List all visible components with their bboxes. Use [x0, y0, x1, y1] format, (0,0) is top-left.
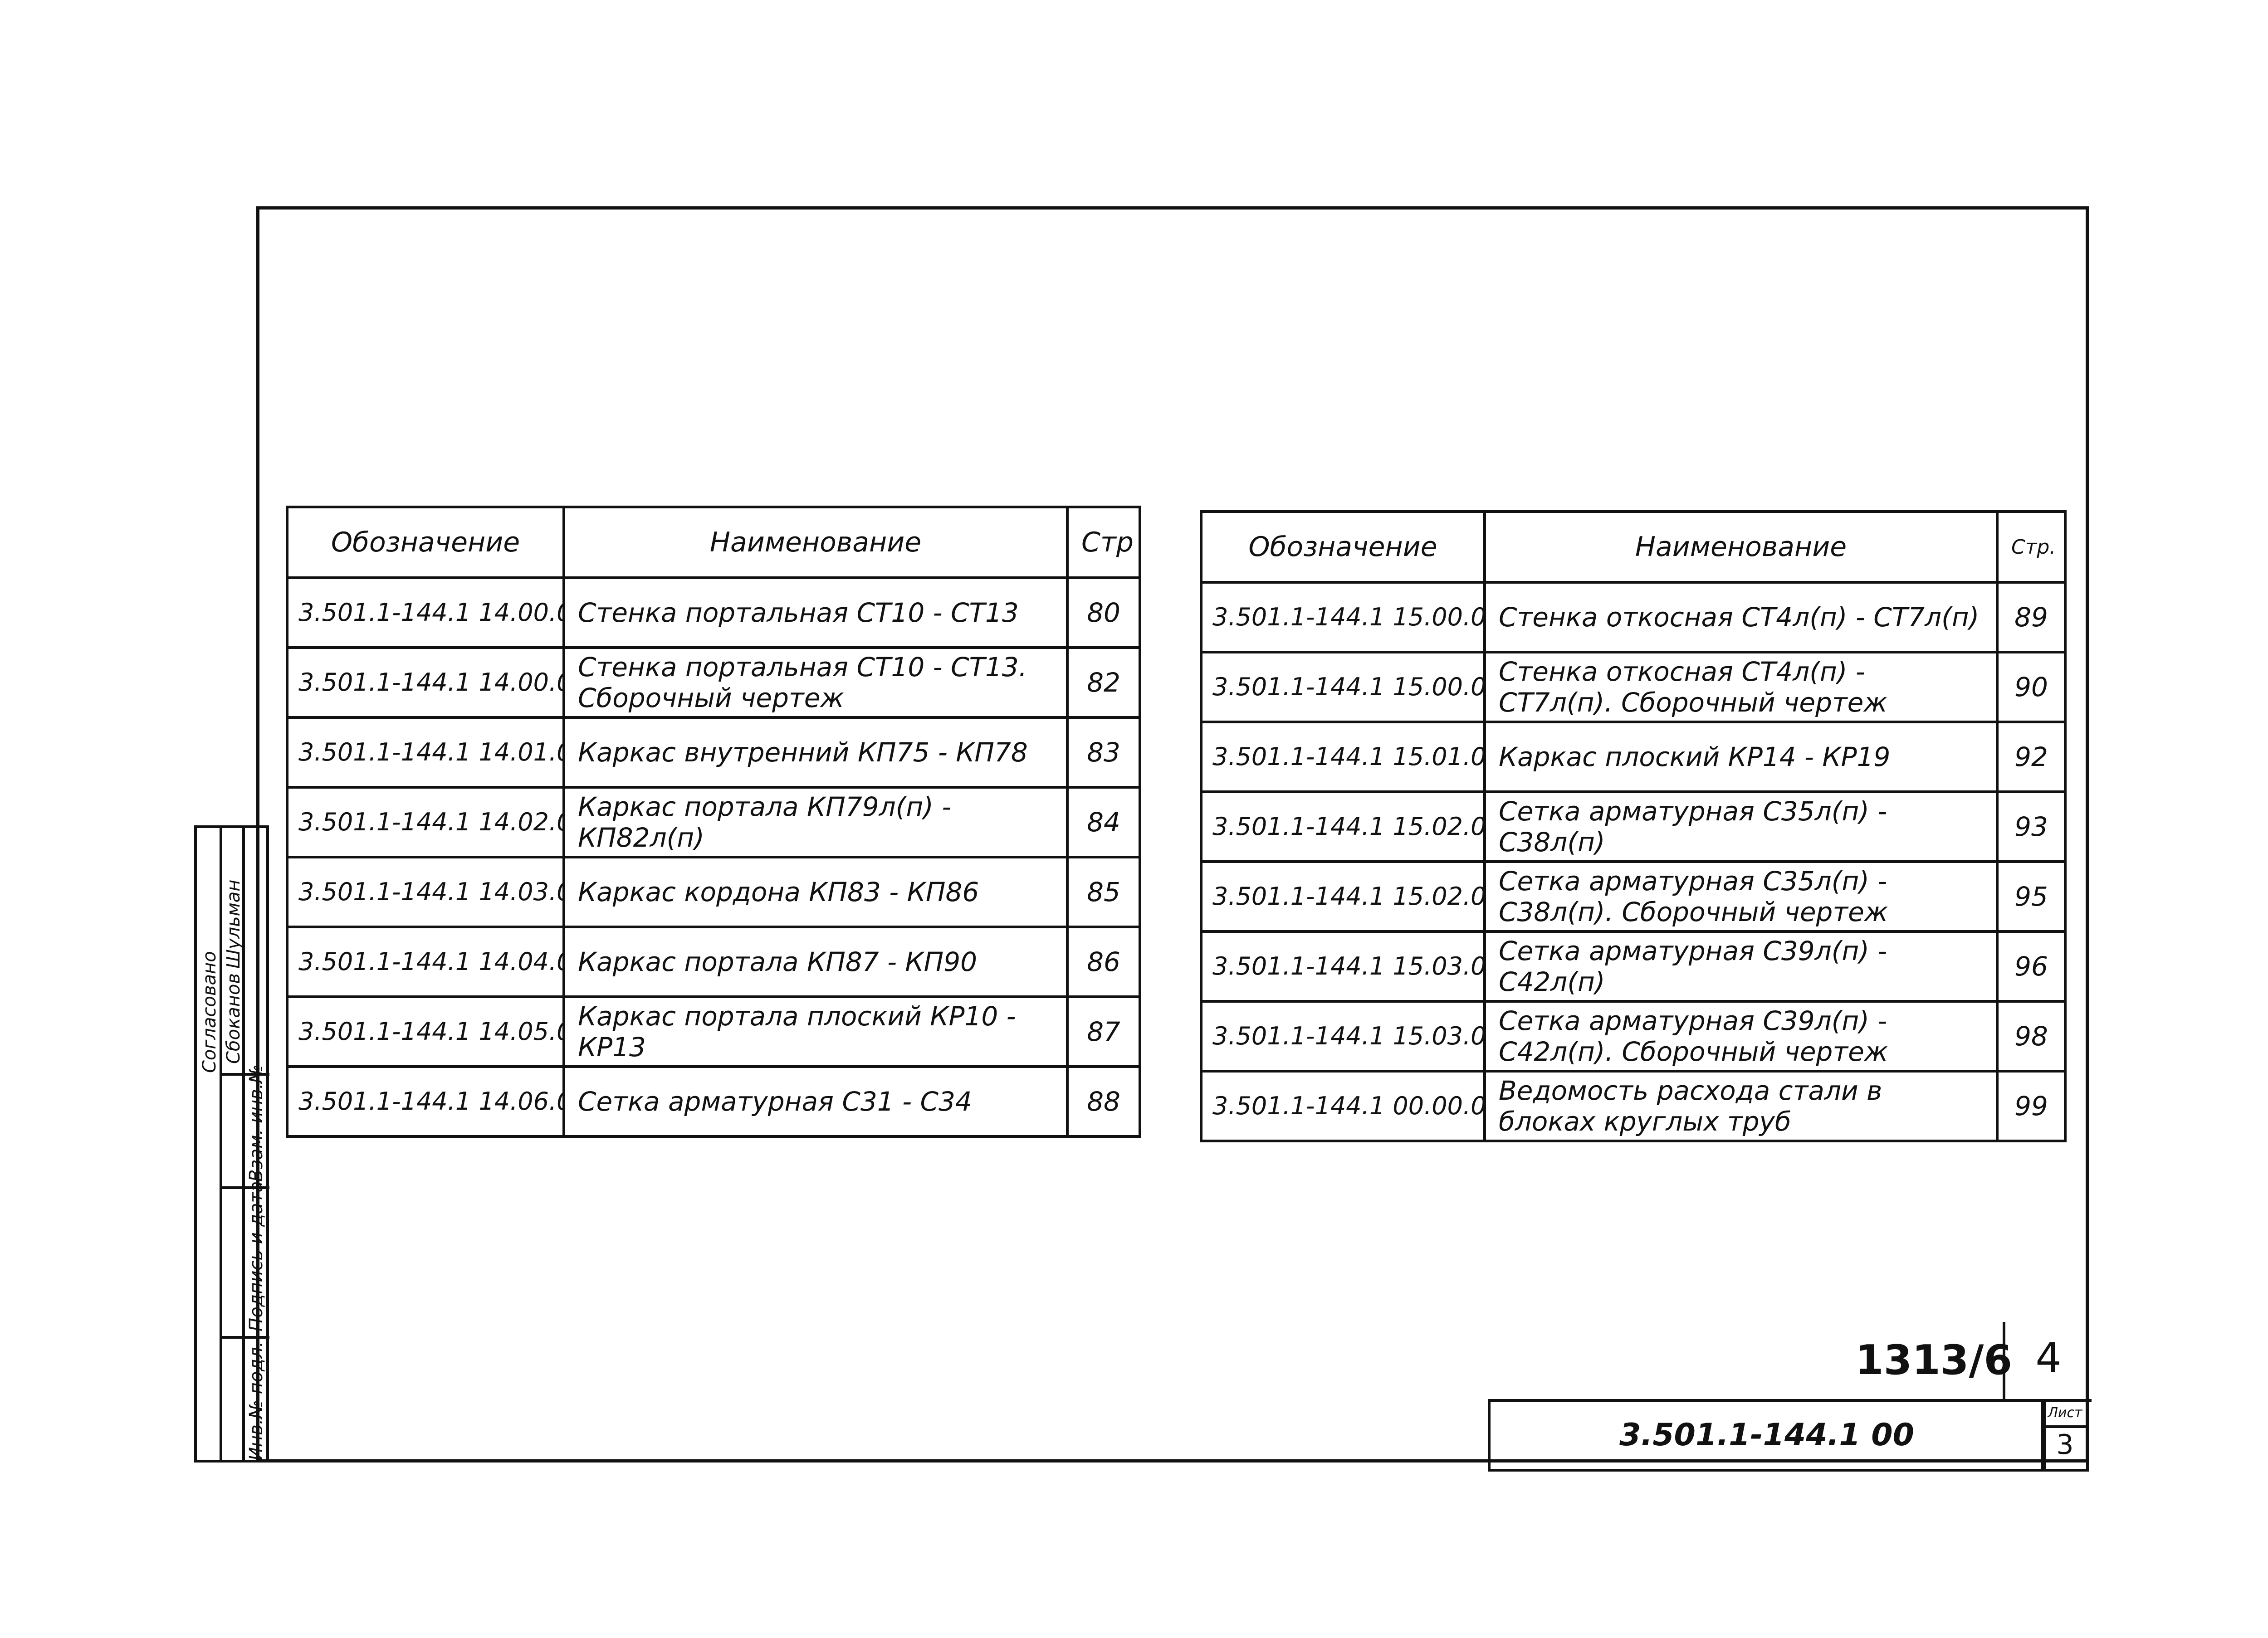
- row-name: Каркас кордона КП83 - КП86: [562, 856, 1069, 928]
- stamp-column-divider: [242, 828, 245, 1460]
- stamp-agreed-label: Согласовано: [199, 951, 220, 1073]
- row-name: Стенка портальная СТ10 - СТ13: [562, 576, 1069, 649]
- header-row: Обозначение Наименование Стр: [286, 506, 1141, 579]
- table-row: 3.501.1-144.1 14.00.00 Стенка портальная…: [286, 576, 1141, 649]
- row-page: 82: [1066, 646, 1141, 719]
- row-name: Стенка откосная СТ4л(п) - СТ7л(п). Сборо…: [1483, 651, 1999, 723]
- drawing-frame: [256, 206, 2089, 1462]
- row-page: 90: [1996, 651, 2067, 723]
- table-row: 3.501.1-144.1 15.02.00СБ Сетка арматурна…: [1200, 860, 2067, 933]
- row-page: 93: [1996, 790, 2067, 863]
- row-page: 99: [1996, 1070, 2067, 1142]
- stamp-inv-orig-label: Инв.№ подл.: [246, 1341, 267, 1461]
- row-name: Каркас внутренний КП75 - КП78: [562, 716, 1069, 789]
- stamp-person-name: Шульман: [223, 879, 244, 969]
- table-row: 3.501.1-144.1 14.05.00 Каркас портала пл…: [286, 995, 1141, 1068]
- row-code: 3.501.1-144.1 14.03.00: [286, 856, 565, 928]
- table-row: 3.501.1-144.1 14.00.00СБ Стенка портальн…: [286, 646, 1141, 719]
- right-index-table: Обозначение Наименование Стр. 3.501.1-14…: [1200, 510, 2067, 1142]
- header-name: Наименование: [1483, 510, 1999, 584]
- row-code: 3.501.1-144.1 14.02.00: [286, 786, 565, 858]
- row-page: 83: [1066, 716, 1141, 789]
- sheet-number: 3: [2056, 1429, 2074, 1461]
- stamp-row-divider: [220, 1073, 269, 1076]
- table-row: 3.501.1-144.1 15.00.00 Стенка откосная С…: [1200, 581, 2067, 653]
- table-row: 3.501.1-144.1 15.01.00 Каркас плоский КР…: [1200, 721, 2067, 793]
- row-code: 3.501.1-144.1 14.00.00: [286, 576, 565, 649]
- row-code: 3.501.1-144.1 15.02.00: [1200, 790, 1486, 863]
- table-row: 3.501.1-144.1 15.00.00СБ Стенка откосная…: [1200, 651, 2067, 723]
- row-page: 87: [1066, 995, 1141, 1068]
- header-row: Обозначение Наименование Стр.: [1200, 510, 2067, 584]
- stamp-row-divider: [220, 1336, 269, 1339]
- row-code: 3.501.1-144.1 00.00.00 ВМК: [1200, 1070, 1486, 1142]
- row-page: 89: [1996, 581, 2067, 653]
- table-row: 3.501.1-144.1 14.02.00 Каркас портала КП…: [286, 786, 1141, 858]
- row-code: 3.501.1-144.1 15.00.00СБ: [1200, 651, 1486, 723]
- archive-sheet: 4: [2003, 1322, 2092, 1402]
- stamp-replaced-inv-label: Взам. инв.№: [246, 1064, 267, 1182]
- row-code: 3.501.1-144.1 15.03.00: [1200, 930, 1486, 1003]
- row-page: 85: [1066, 856, 1141, 928]
- sheet-label: Лист: [2044, 1402, 2086, 1428]
- stamp-sign-date-label: Подпись и дата: [246, 1181, 267, 1331]
- row-name: Каркас портала КП79л(п) - КП82л(п): [562, 786, 1069, 858]
- row-page: 96: [1996, 930, 2067, 1003]
- row-page: 84: [1066, 786, 1141, 858]
- row-name: Сетка арматурная С35л(п) - С38л(п). Сбор…: [1483, 860, 1999, 933]
- row-name: Стенка откосная СТ4л(п) - СТ7л(п): [1483, 581, 1999, 653]
- table-row: 3.501.1-144.1 15.02.00 Сетка арматурная …: [1200, 790, 2067, 863]
- row-code: 3.501.1-144.1 15.01.00: [1200, 721, 1486, 793]
- table-row: 3.501.1-144.1 00.00.00 ВМК Ведомость рас…: [1200, 1070, 2067, 1142]
- row-name: Сетка арматурная С35л(п) - С38л(п): [1483, 790, 1999, 863]
- table-row: 3.501.1-144.1 14.03.00 Каркас кордона КП…: [286, 856, 1141, 928]
- side-approval-stamp: Согласовано Шульман Сбоканов Взам. инв.№…: [194, 825, 269, 1462]
- row-name: Каркас портала плоский КР10 - КР13: [562, 995, 1069, 1068]
- row-page: 95: [1996, 860, 2067, 933]
- table-row: 3.501.1-144.1 15.03.00 Сетка арматурная …: [1200, 930, 2067, 1003]
- table-row: 3.501.1-144.1 14.06.00 Сетка арматурная …: [286, 1065, 1141, 1138]
- row-name: Ведомость расхода стали в блоках круглых…: [1483, 1070, 1999, 1142]
- table-row: 3.501.1-144.1 14.01.00 Каркас внутренний…: [286, 716, 1141, 789]
- row-code: 3.501.1-144.1 14.01.00: [286, 716, 565, 789]
- row-code: 3.501.1-144.1 15.03.00СБ: [1200, 1000, 1486, 1072]
- header-designation: Обозначение: [286, 506, 565, 579]
- row-name: Сетка арматурная С39л(п) - С42л(п): [1483, 930, 1999, 1003]
- stamp-row-divider: [220, 1186, 269, 1189]
- row-code: 3.501.1-144.1 14.05.00: [286, 995, 565, 1068]
- row-code: 3.501.1-144.1 14.04.00: [286, 926, 565, 998]
- table-row: 3.501.1-144.1 14.04.00 Каркас портала КП…: [286, 926, 1141, 998]
- row-page: 80: [1066, 576, 1141, 649]
- stamp-column-divider: [220, 828, 222, 1460]
- row-code: 3.501.1-144.1 14.06.00: [286, 1065, 565, 1138]
- row-name: Сетка арматурная С31 - С34: [562, 1065, 1069, 1138]
- row-page: 86: [1066, 926, 1141, 998]
- table-row: 3.501.1-144.1 15.03.00СБ Сетка арматурна…: [1200, 1000, 2067, 1072]
- row-page: 98: [1996, 1000, 2067, 1072]
- header-designation: Обозначение: [1200, 510, 1486, 584]
- row-name: Сетка арматурная С39л(п) - С42л(п). Сбор…: [1483, 1000, 1999, 1072]
- stamp-role-name: Сбоканов: [223, 973, 244, 1064]
- header-page: Стр.: [1996, 510, 2067, 584]
- row-name: Каркас плоский КР14 - КР19: [1483, 721, 1999, 793]
- sheet-number-box: Лист 3: [2041, 1399, 2089, 1472]
- row-page: 92: [1996, 721, 2067, 793]
- left-index-table: Обозначение Наименование Стр 3.501.1-144…: [286, 506, 1141, 1138]
- row-page: 88: [1066, 1065, 1141, 1138]
- header-page: Стр: [1066, 506, 1141, 579]
- archive-number-box: 1313/6 4: [1855, 1322, 2092, 1404]
- row-name: Каркас портала КП87 - КП90: [562, 926, 1069, 998]
- document-code: 3.501.1-144.1 00: [1488, 1399, 2046, 1472]
- header-name: Наименование: [562, 506, 1069, 579]
- row-name: Стенка портальная СТ10 - СТ13. Сборочный…: [562, 646, 1069, 719]
- archive-number: 1313/6: [1855, 1336, 2012, 1384]
- row-code: 3.501.1-144.1 15.02.00СБ: [1200, 860, 1486, 933]
- row-code: 3.501.1-144.1 14.00.00СБ: [286, 646, 565, 719]
- row-code: 3.501.1-144.1 15.00.00: [1200, 581, 1486, 653]
